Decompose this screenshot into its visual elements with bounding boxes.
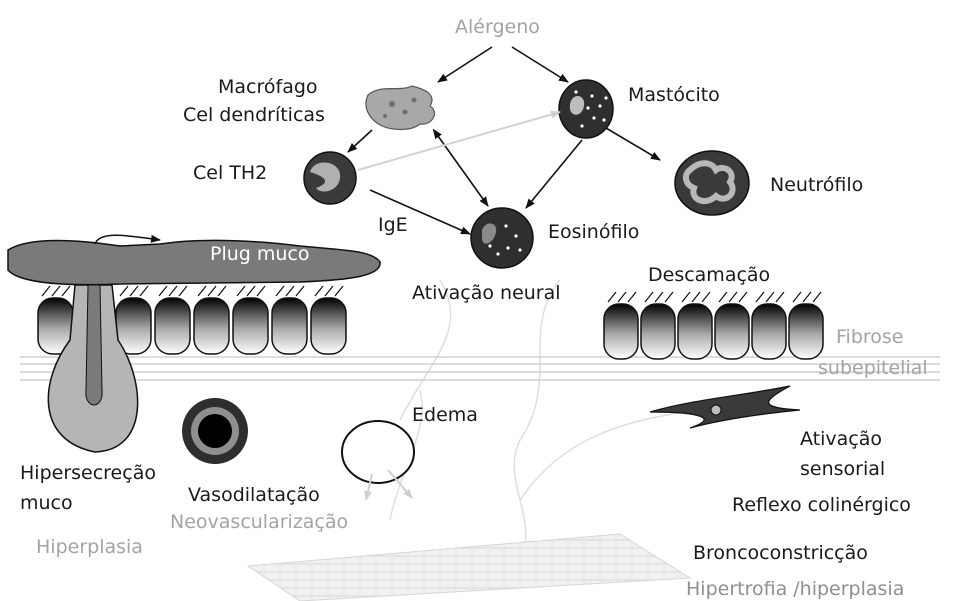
vessel-lumen	[198, 414, 232, 448]
label-subepitelial: subepitelial	[818, 357, 928, 379]
label-hiperplasia: Hiperplasia	[36, 536, 143, 558]
label-edema: Edema	[412, 404, 478, 426]
label-hipertrofia-hiperplasia: Hipertrofia /hiperplasia	[686, 578, 904, 600]
label-neutrofilo: Neutrófilo	[770, 174, 863, 196]
interaction-arrows	[348, 47, 660, 234]
label-broncoconstriccao: Broncoconstricção	[693, 542, 868, 564]
edema-vessel	[342, 421, 414, 483]
macrophage-cell	[366, 86, 435, 130]
label-cel-th2: Cel TH2	[193, 162, 267, 184]
fibroblast-nucleus	[711, 405, 721, 415]
fibroblast-cell	[650, 386, 800, 428]
label-ativacao: Ativação	[800, 428, 882, 450]
mast-cell	[559, 80, 613, 138]
label-plug-muco: Plug muco	[210, 243, 310, 265]
cilia-right	[608, 292, 821, 302]
label-descamacao: Descamação	[648, 264, 770, 286]
label-hipersecrecao: Hipersecreção	[20, 462, 156, 484]
smooth-muscle-band	[248, 534, 690, 601]
label-eosinofilo: Eosinófilo	[548, 221, 639, 243]
label-fibrose: Fibrose	[836, 326, 904, 348]
label-sensorial: sensorial	[800, 458, 885, 480]
label-reflexo-colinergico: Reflexo colinérgico	[732, 494, 911, 516]
label-mastocito: Mastócito	[628, 84, 720, 106]
mucus-plug	[8, 240, 380, 284]
gland-lumen	[86, 285, 102, 405]
basement-membrane-lines	[20, 357, 940, 380]
label-vasodilatacao: Vasodilatação	[188, 484, 320, 506]
mucus-arrow	[95, 235, 160, 244]
label-ativacao-neural: Ativação neural	[412, 282, 561, 304]
label-macrofago: Macrófago	[218, 76, 318, 98]
label-alergeno: Alérgeno	[455, 16, 540, 38]
eosinophil-cell	[471, 208, 533, 268]
epithelium-right	[604, 304, 823, 359]
label-ige: IgE	[378, 214, 408, 236]
label-neovascularizacao: Neovascularização	[170, 511, 348, 533]
label-cel-dendriticas: Cel dendríticas	[183, 104, 325, 126]
label-muco: muco	[20, 492, 73, 514]
